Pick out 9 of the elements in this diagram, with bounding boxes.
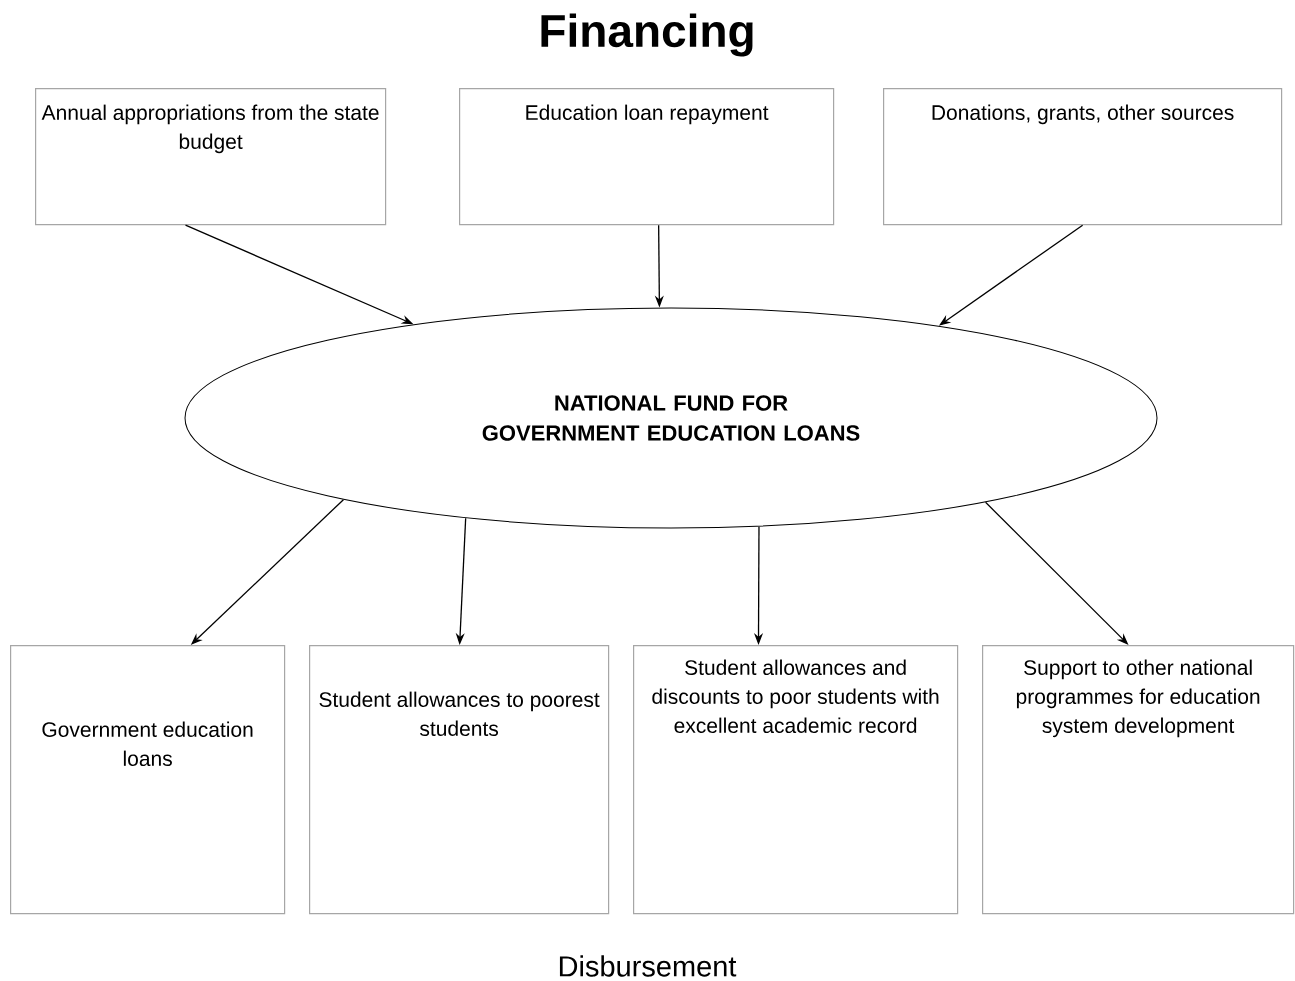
text-box: Annual appropriations from the state budget [35,88,387,226]
title: Financing [541,13,753,57]
text-box: Government education loans [10,645,286,915]
text-box: Support to other national programmes for education system development [982,645,1295,915]
text-box: Donations, grants, other sources [883,88,1283,226]
section-label: Disbursement [559,955,737,977]
text-box: Student allowances to poorest students [309,645,610,915]
text-box: Student allowances and discounts to poor students with excellent academic record [633,645,959,915]
text-box: Education loan repayment [459,88,835,226]
